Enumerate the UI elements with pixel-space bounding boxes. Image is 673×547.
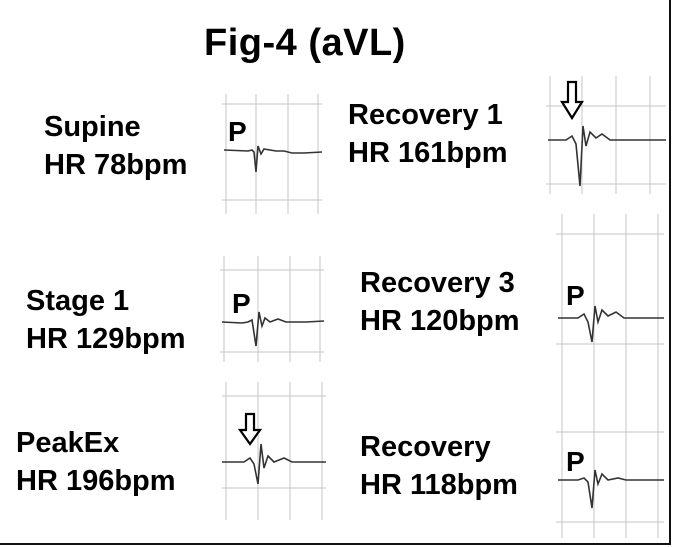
panel-name: Recovery 1 xyxy=(348,99,503,131)
ecg-strip-recovery-1 xyxy=(546,76,666,194)
ecg-strip-recovery-3 xyxy=(556,214,664,420)
p-wave-label: P xyxy=(566,280,585,311)
panel-label-recovery-1: Recovery 1 HR 161bpm xyxy=(348,96,508,172)
p-wave-label: P xyxy=(228,116,247,147)
down-arrow-icon xyxy=(560,80,584,121)
ecg-trace xyxy=(221,311,324,347)
ecg-trace xyxy=(223,145,322,173)
panel-name: PeakEx xyxy=(16,427,120,459)
panel-name: Stage 1 xyxy=(26,285,130,317)
ecg-trace xyxy=(548,125,666,187)
p-wave-label: P xyxy=(566,446,585,477)
panel-label-stage-1: Stage 1 HR 129bpm xyxy=(26,282,186,358)
panel-label-recovery-3: Recovery 3 HR 120bpm xyxy=(360,264,520,340)
panel-name: Supine xyxy=(44,111,141,143)
figure-title: Fig-4 (aVL) xyxy=(204,22,406,64)
p-wave-label: P xyxy=(232,288,251,319)
panel-label-supine: Supine HR 78bpm xyxy=(44,108,187,184)
panel-hr: HR 129bpm xyxy=(26,323,186,355)
ecg-strip-supine xyxy=(222,94,322,214)
ecg-strip-peakex xyxy=(222,382,326,520)
panel-label-recovery: Recovery HR 118bpm xyxy=(360,428,518,504)
ecg-trace xyxy=(558,305,664,343)
ecg-trace xyxy=(558,469,664,509)
ecg-strip-stage-1 xyxy=(220,256,324,362)
ecg-trace xyxy=(222,443,326,485)
panel-name: Recovery xyxy=(360,431,491,463)
panel-hr: HR 196bpm xyxy=(16,465,176,497)
panel-hr: HR 78bpm xyxy=(44,149,188,181)
panel-label-peakex: PeakEx HR 196bpm xyxy=(16,424,176,500)
panel-hr: HR 120bpm xyxy=(360,305,520,337)
down-arrow-icon xyxy=(237,412,263,446)
panel-hr: HR 161bpm xyxy=(348,137,508,169)
panel-hr: HR 118bpm xyxy=(360,469,518,501)
ecg-strip-recovery xyxy=(556,420,664,538)
panel-name: Recovery 3 xyxy=(360,267,515,299)
